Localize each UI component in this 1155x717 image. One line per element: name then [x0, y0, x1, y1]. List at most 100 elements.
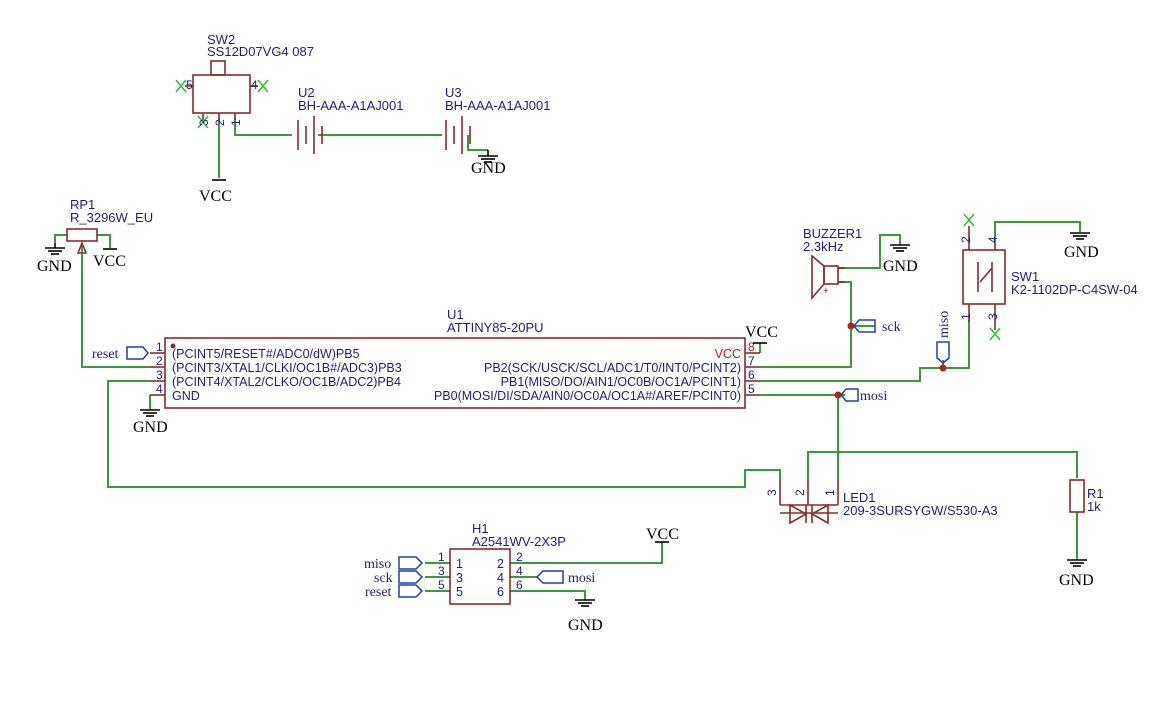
net-flag-mosi[interactable]: mosi	[840, 388, 887, 404]
sw1-pin-1: 1	[959, 313, 973, 320]
rp1-ref: RP1	[70, 197, 95, 212]
h1-pinname-4: 4	[497, 571, 504, 585]
net-label-reset: reset	[92, 347, 119, 362]
u1-pin-num-6: 6	[748, 368, 755, 382]
u1-pin-name-1: (PCINT5/RESET#/ADC0/dW)PB5	[172, 347, 360, 361]
sw1-component[interactable]: 2 4 1 3 SW1 K2-1102DP-C4SW-04	[959, 213, 1138, 341]
h1-pin-1: 1	[438, 550, 445, 564]
u1-value: ATTINY85-20PU	[447, 320, 544, 335]
gnd-symbol-h1: GND	[568, 599, 603, 634]
vcc-symbol-rp1: VCC	[93, 248, 126, 270]
h1-pinname-2: 2	[497, 557, 504, 571]
buzzer1-value: 2.3kHz	[803, 239, 843, 254]
vcc-symbol-h1: VCC	[646, 526, 679, 543]
buzzer1-component[interactable]: + BUZZER1 2.3kHz	[803, 226, 862, 301]
u1-pin-num-8: 8	[748, 340, 755, 354]
u2-ref: U2	[298, 85, 315, 100]
u2-battery[interactable]: U2 BH-AAA-A1AJ001	[297, 85, 404, 154]
net-flag-sck[interactable]: sck	[853, 319, 901, 335]
u1-pin-num-4: 4	[156, 382, 163, 396]
sw1-value: K2-1102DP-C4SW-04	[1011, 282, 1138, 297]
r1-resistor[interactable]: R1 1k	[1069, 479, 1104, 514]
u1-pin-name-7: PB2(SCK/USCK/SCL/ADC1/T0/INT0/PCINT2)	[484, 361, 741, 375]
h1-pinname-1: 1	[456, 557, 463, 571]
gnd-symbol-u3: GND	[471, 150, 506, 177]
sw1-ref: SW1	[1011, 269, 1039, 284]
gnd-label: GND	[133, 419, 168, 436]
led1-component[interactable]: 3 2 1 LED1 209-3SURSYGW/S530-A3	[765, 480, 998, 525]
junction-dot	[939, 364, 947, 372]
u1-pin-name-3: (PCINT4/XTAL2/CLKO/OC1B/ADC2)PB4	[172, 375, 401, 389]
r1-value: 1k	[1087, 499, 1101, 514]
r1-ref: R1	[1087, 486, 1104, 501]
led1-value: 209-3SURSYGW/S530-A3	[843, 503, 998, 518]
sw2-component[interactable]: SW2 SS12D07VG4 087 5 4 3 2 1	[175, 32, 314, 129]
net-label-miso: miso	[937, 311, 952, 338]
gnd-symbol-rp1: GND	[37, 243, 72, 275]
u1-pin-name-4: GND	[172, 389, 200, 403]
u1-pin-num-7: 7	[748, 354, 755, 368]
h1-ref: H1	[472, 521, 489, 536]
u1-pin-name-2: (PCINT3/XTAL1/CLKI/OC1B#/ADC3)PB3	[172, 361, 402, 375]
h1-value: A2541WV-2X3P	[472, 534, 566, 549]
u3-ref: U3	[445, 85, 462, 100]
sw1-pin-2: 2	[959, 236, 973, 243]
vcc-label: VCC	[646, 526, 679, 543]
sw2-pin-4: 4	[251, 78, 258, 92]
junction-dot	[847, 322, 855, 330]
gnd-symbol-sw1: GND	[1064, 232, 1099, 261]
h1-pin-5: 5	[438, 578, 445, 592]
rp1-value: R_3296W_EU	[70, 210, 153, 225]
sw2-value: SS12D07VG4 087	[207, 44, 314, 59]
net-flag-miso[interactable]: miso	[936, 311, 952, 364]
sw2-pin-1: 1	[229, 119, 243, 126]
led1-pin-1: 1	[823, 489, 837, 496]
sw2-pin-5: 5	[186, 78, 193, 92]
net-label-sck: sck	[882, 320, 901, 335]
rp1-potentiometer[interactable]: RP1 R_3296W_EU	[66, 197, 153, 254]
h1-pin-4: 4	[516, 564, 523, 578]
net-label-mosi: mosi	[860, 389, 887, 404]
u1-pin-num-1: 1	[156, 340, 163, 354]
net-flag-h1-miso[interactable]: miso	[364, 556, 424, 572]
u1-attiny85[interactable]: U1 ATTINY85-20PU 1 2 3 4 (PCINT5/RESET#/…	[150, 307, 760, 409]
junction-dot	[834, 391, 842, 399]
no-connect-marker	[963, 213, 1001, 341]
net-flag-h1-mosi[interactable]: mosi	[535, 570, 595, 586]
led1-pin-3: 3	[765, 489, 779, 496]
gnd-label: GND	[1064, 244, 1099, 261]
gnd-label: GND	[471, 160, 506, 177]
gnd-label: GND	[568, 617, 603, 634]
net-label-reset: reset	[365, 585, 392, 600]
u3-battery[interactable]: U3 BH-AAA-A1AJ001	[445, 85, 551, 154]
buzzer-plus: +	[823, 286, 829, 297]
h1-header[interactable]: H1 A2541WV-2X3P 1 3 5 1 3 5 2 4 6 2 4 6	[438, 521, 566, 605]
gnd-symbol-u1: GND	[133, 409, 168, 436]
vcc-symbol-u1: VCC	[745, 324, 778, 344]
no-connect-marker	[175, 79, 269, 129]
vcc-symbol-sw2: VCC	[199, 179, 232, 205]
u1-pin-num-2: 2	[156, 354, 163, 368]
sw2-ref: SW2	[207, 32, 235, 47]
vcc-label: VCC	[199, 188, 232, 205]
net-flag-h1-sck[interactable]: sck	[374, 570, 424, 586]
sw2-pin-2: 2	[213, 119, 227, 126]
sw1-pin-3: 3	[986, 313, 1000, 320]
h1-pin-2: 2	[516, 550, 523, 564]
net-label-mosi: mosi	[568, 571, 595, 586]
h1-pin-6: 6	[516, 578, 523, 592]
u1-pin-name-8: VCC	[715, 347, 741, 361]
u2-value: BH-AAA-A1AJ001	[298, 98, 404, 113]
vcc-label: VCC	[93, 253, 126, 270]
u1-pin-num-3: 3	[156, 368, 163, 382]
u3-value: BH-AAA-A1AJ001	[445, 98, 551, 113]
h1-pinname-6: 6	[497, 585, 504, 599]
sw2-pin-3: 3	[197, 119, 211, 126]
led1-ref: LED1	[843, 490, 876, 505]
led1-pin-2: 2	[793, 489, 807, 496]
h1-pin-3: 3	[438, 564, 445, 578]
net-flag-reset[interactable]: reset	[92, 346, 149, 362]
gnd-symbol-r1: GND	[1059, 559, 1094, 589]
net-flag-h1-reset[interactable]: reset	[365, 584, 424, 600]
